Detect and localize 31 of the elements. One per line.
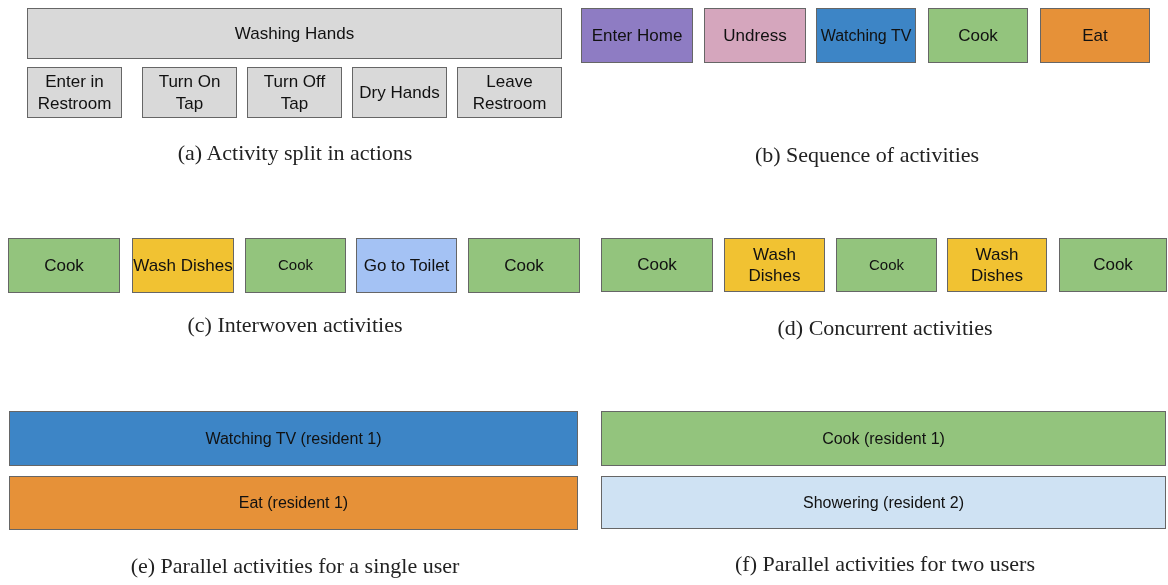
activity-box: Cook [8, 238, 120, 293]
activity-box: Eat [1040, 8, 1150, 63]
activity-box: Wash Dishes [724, 238, 825, 292]
activity-box: Dry Hands [352, 67, 447, 118]
activity-box: Enter in Restroom [27, 67, 122, 118]
activity-box: Wash Dishes [132, 238, 234, 293]
activity-box: Turn Off Tap [247, 67, 342, 118]
activity-box: Cook [1059, 238, 1167, 292]
activity-box: Cook (resident 1) [601, 411, 1166, 466]
activity-box: Watching TV [816, 8, 916, 63]
activity-box: Washing Hands [27, 8, 562, 59]
activity-box: Cook [836, 238, 937, 292]
activity-box: Undress [704, 8, 806, 63]
activity-box: Go to Toilet [356, 238, 457, 293]
activity-box: Showering (resident 2) [601, 476, 1166, 529]
figure-caption: (c) Interwoven activities [187, 312, 403, 338]
activity-box: Watching TV (resident 1) [9, 411, 578, 466]
activity-box: Eat (resident 1) [9, 476, 578, 530]
figure-caption: (b) Sequence of activities [754, 142, 980, 168]
activity-box: Cook [245, 238, 346, 293]
figure-caption: (d) Concurrent activities [777, 315, 993, 341]
activity-box: Cook [928, 8, 1028, 63]
figure-caption: (e) Parallel activities for a single user [130, 553, 460, 579]
activity-box: Turn On Tap [142, 67, 237, 118]
activity-box: Enter Home [581, 8, 693, 63]
activity-box: Wash Dishes [947, 238, 1047, 292]
activity-box: Cook [601, 238, 713, 292]
figure-caption: (f) Parallel activities for two users [735, 551, 1035, 577]
activity-box: Leave Restroom [457, 67, 562, 118]
activity-box: Cook [468, 238, 580, 293]
figure-caption: (a) Activity split in actions [177, 140, 413, 166]
